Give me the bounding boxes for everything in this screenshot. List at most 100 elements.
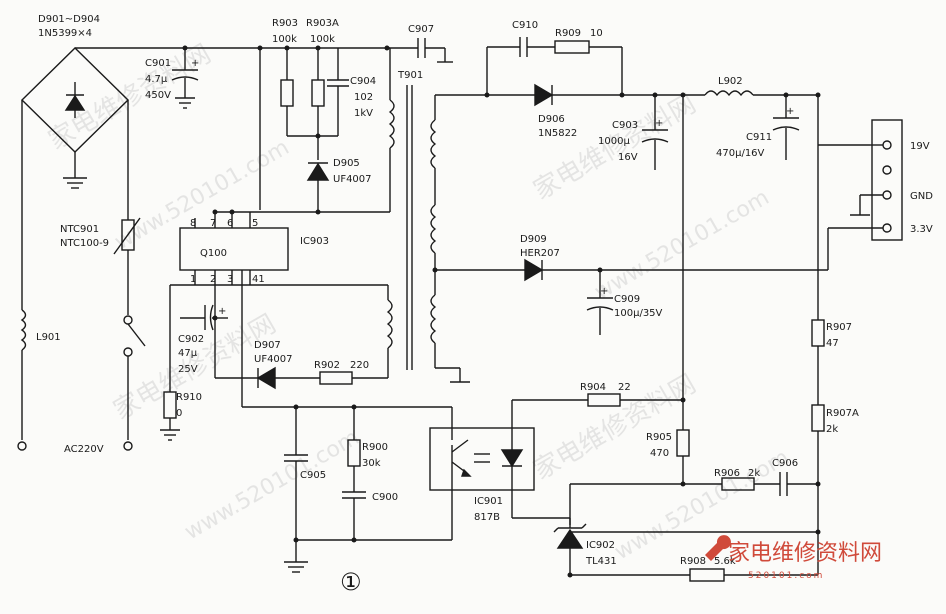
label-d906-value: 1N5822 — [538, 128, 577, 139]
label-r903a: R903A — [306, 18, 339, 29]
resistor-r905 — [676, 429, 690, 487]
pin-label: 3 — [227, 274, 233, 285]
resistor-r904 — [512, 393, 686, 407]
label-c901: C901 — [145, 58, 171, 69]
wrench-icon — [705, 535, 731, 561]
label-ntc901: NTC901 — [60, 224, 99, 235]
label-ic902-value: TL431 — [585, 556, 617, 567]
auxiliary-rectifier: + — [524, 258, 828, 335]
watermark-url: www.520101.com — [181, 425, 364, 545]
figure-number: ① — [340, 568, 362, 596]
label-ntc901-value: NTC100-9 — [60, 238, 109, 249]
label-r907: R907 — [826, 322, 852, 333]
label-d901-value: 1N5399×4 — [38, 28, 92, 39]
label-d905-value: UF4007 — [333, 174, 372, 185]
label-c903: C903 — [612, 120, 638, 131]
label-d906: D906 — [538, 114, 565, 125]
polarity-mark: + — [786, 106, 794, 117]
label-c910: C910 — [512, 20, 538, 31]
label-c904: C904 — [350, 76, 376, 87]
capacitor-c903: + — [641, 92, 669, 170]
site-logo: 家电维修资料网 520101.com — [705, 535, 882, 581]
label-l901: L901 — [36, 332, 61, 343]
pin-label: 41 — [252, 274, 265, 285]
label-r902: R902 — [314, 360, 340, 371]
label-c909: C909 — [614, 294, 640, 305]
watermark-layer: 家电维修资料网 www.520101.com 家电维修资料网 www.52010… — [44, 39, 794, 565]
label-r900-value: 30k — [362, 458, 381, 469]
label-c903-value: 1000μ — [598, 136, 630, 147]
shunt-regulator-ic902 — [512, 517, 818, 582]
label-ic901-value: 817B — [474, 512, 500, 523]
snubber-network — [182, 45, 390, 215]
label-c911-value: 470μ/16V — [716, 148, 765, 159]
label-c901-value: 4.7μ — [145, 74, 168, 85]
label-c903-voltage: 16V — [618, 152, 638, 163]
label-c906: C906 — [772, 458, 798, 469]
watermark-url: www.520101.com — [111, 135, 294, 255]
label-c904-value: 102 — [354, 92, 373, 103]
capacitor-c907 — [387, 38, 453, 63]
label-r909: R909 — [555, 28, 581, 39]
label-r902-value: 220 — [350, 360, 369, 371]
output-filter: + — [680, 90, 870, 430]
logo-text: 家电维修资料网 — [728, 541, 882, 566]
label-c901-voltage: 450V — [145, 90, 171, 101]
optocoupler-ic901 — [429, 400, 535, 518]
label-c905: C905 — [300, 470, 326, 481]
pin-label: 1 — [190, 274, 196, 285]
label-output-3v3: 3.3V — [910, 224, 933, 235]
label-r903: R903 — [272, 18, 298, 29]
label-l902: L902 — [718, 76, 743, 87]
output-connector — [827, 119, 903, 270]
pin-label: 2 — [210, 274, 216, 285]
feedback-primary — [241, 270, 453, 573]
label-d909-value: HER207 — [520, 248, 560, 259]
label-d901: D901~D904 — [38, 14, 100, 25]
label-r910: R910 — [176, 392, 202, 403]
watermark-text: 家电维修资料网 — [529, 369, 702, 486]
ic903-controller — [179, 209, 289, 298]
label-r907-value: 47 — [826, 338, 839, 349]
label-c902: C902 — [178, 334, 204, 345]
divider-r907 — [811, 319, 825, 575]
bridge-rectifier — [21, 47, 185, 310]
label-r908: R908 — [680, 556, 706, 567]
label-d907: D907 — [254, 340, 281, 351]
pin-label: 7 — [210, 218, 216, 229]
label-output-gnd: GND — [910, 191, 933, 202]
label-ac-input: AC220V — [64, 444, 104, 455]
label-c902-value: 47μ — [178, 348, 198, 359]
label-r905-value: 470 — [650, 448, 669, 459]
vcc-supply-network: + — [160, 284, 393, 441]
label-r907a: R907A — [826, 408, 859, 419]
polarity-mark: + — [218, 306, 226, 317]
label-d909: D909 — [520, 234, 547, 245]
label-c902-voltage: 25V — [178, 364, 198, 375]
diode-d906 — [534, 83, 554, 107]
label-c911: C911 — [746, 132, 772, 143]
label-r904: R904 — [580, 382, 606, 393]
label-c909-value: 100μ/35V — [614, 308, 663, 319]
polarity-mark: + — [600, 286, 608, 297]
label-r907a-value: 2k — [826, 424, 838, 435]
label-t901: T901 — [397, 70, 423, 81]
polarity-mark: + — [655, 118, 663, 129]
transformer-t901 — [260, 48, 680, 383]
capacitor-c901: + — [171, 48, 199, 109]
label-ic903: IC903 — [300, 236, 329, 247]
pin-label: 5 — [252, 218, 258, 229]
label-c900: C900 — [372, 492, 398, 503]
label-output-19v: 19V — [910, 141, 930, 152]
label-r904-value: 22 — [618, 382, 631, 393]
label-r910-value: 0 — [176, 408, 182, 419]
label-d905: D905 — [333, 158, 360, 169]
polarity-mark: + — [191, 58, 199, 69]
label-r905: R905 — [646, 432, 672, 443]
label-r906: R906 — [714, 468, 740, 479]
label-r909-value: 10 — [590, 28, 603, 39]
label-r903a-value: 100k — [310, 34, 335, 45]
label-c907: C907 — [408, 24, 434, 35]
label-r903-value: 100k — [272, 34, 297, 45]
